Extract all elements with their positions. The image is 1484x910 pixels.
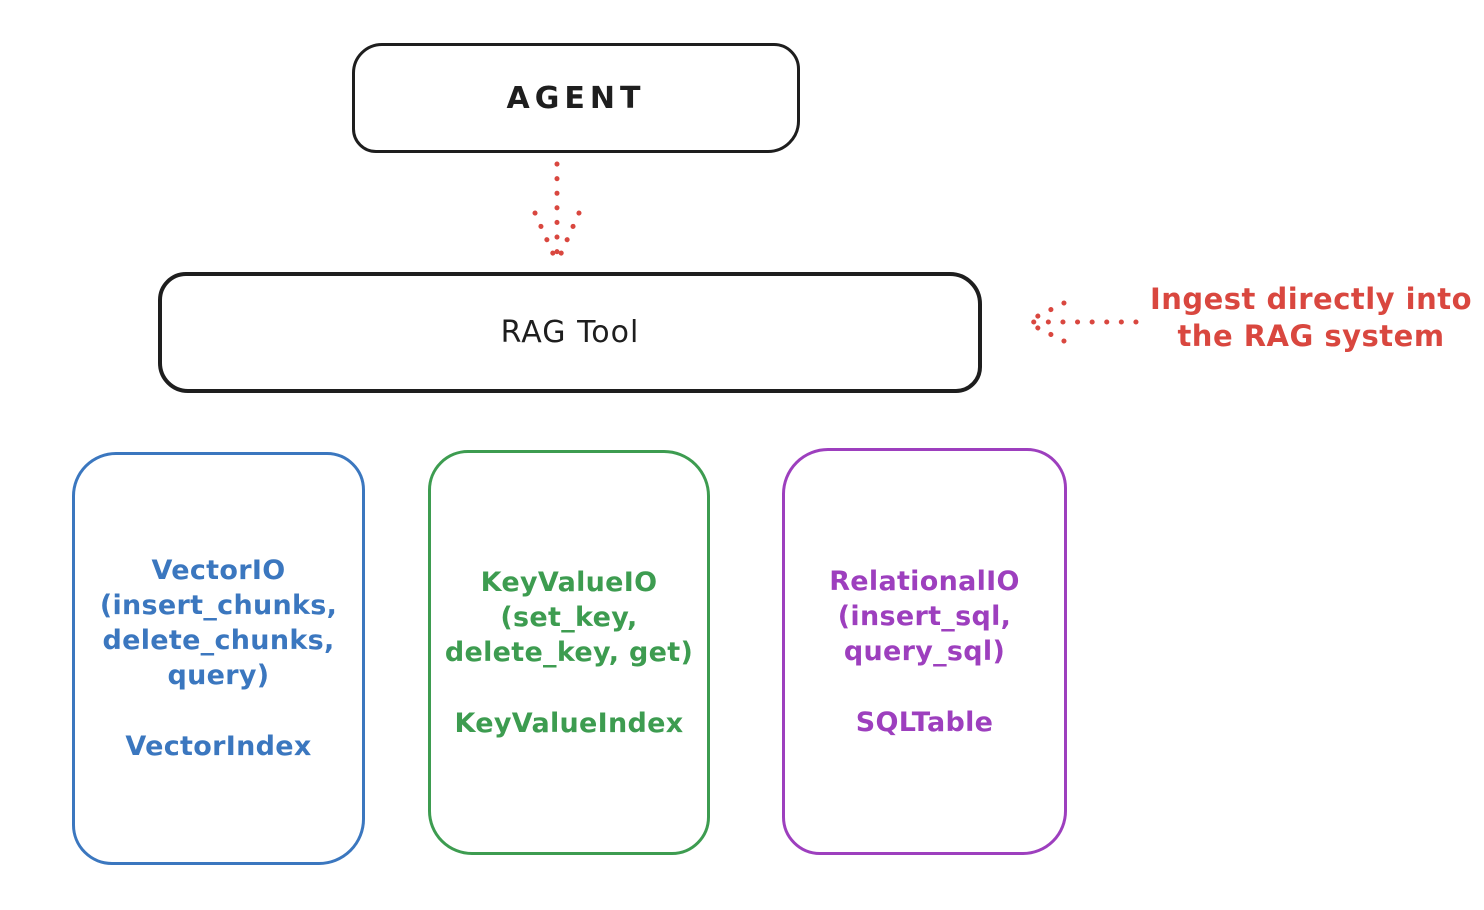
vector-io-methods-line3: query) [167,660,270,691]
key-value-io-methods-line1: (set_key, [500,601,638,633]
vector-io-box: VectorIO (insert_chunks, delete_chunks, … [72,452,365,865]
vector-io-title: VectorIO [151,555,286,586]
key-value-io-box: KeyValueIO (set_key, delete_key, get) Ke… [428,450,710,855]
key-value-io-title: KeyValueIO [480,566,658,598]
relational-io-methods-line2: query_sql) [843,635,1006,667]
vector-io-methods-line1: (insert_chunks, [99,590,338,621]
ingest-annotation: Ingest directly into the RAG system [1138,281,1484,355]
ingest-annotation-line2: the RAG system [1177,319,1445,353]
relational-io-box: RelationalIO (insert_sql, query_sql) SQL… [782,448,1067,855]
key-value-io-methods-line2: delete_key, get) [444,636,694,668]
sql-table-label: SQLTable [855,706,994,738]
vector-io-methods-line2: delete_chunks, [102,625,335,656]
agent-box: AGENT [352,43,800,153]
key-value-index-label: KeyValueIndex [454,707,684,739]
rag-tool-box: RAG Tool [158,272,982,393]
relational-io-methods-line1: (insert_sql, [837,600,1012,632]
ingest-annotation-line1: Ingest directly into [1149,282,1473,316]
rag-tool-label: RAG Tool [500,315,640,350]
dotted-arrow-down-icon [532,161,582,261]
agent-label: AGENT [506,80,646,116]
relational-io-title: RelationalIO [829,565,1020,597]
vector-index-label: VectorIndex [125,731,312,762]
dotted-arrow-left-icon [1023,300,1139,344]
